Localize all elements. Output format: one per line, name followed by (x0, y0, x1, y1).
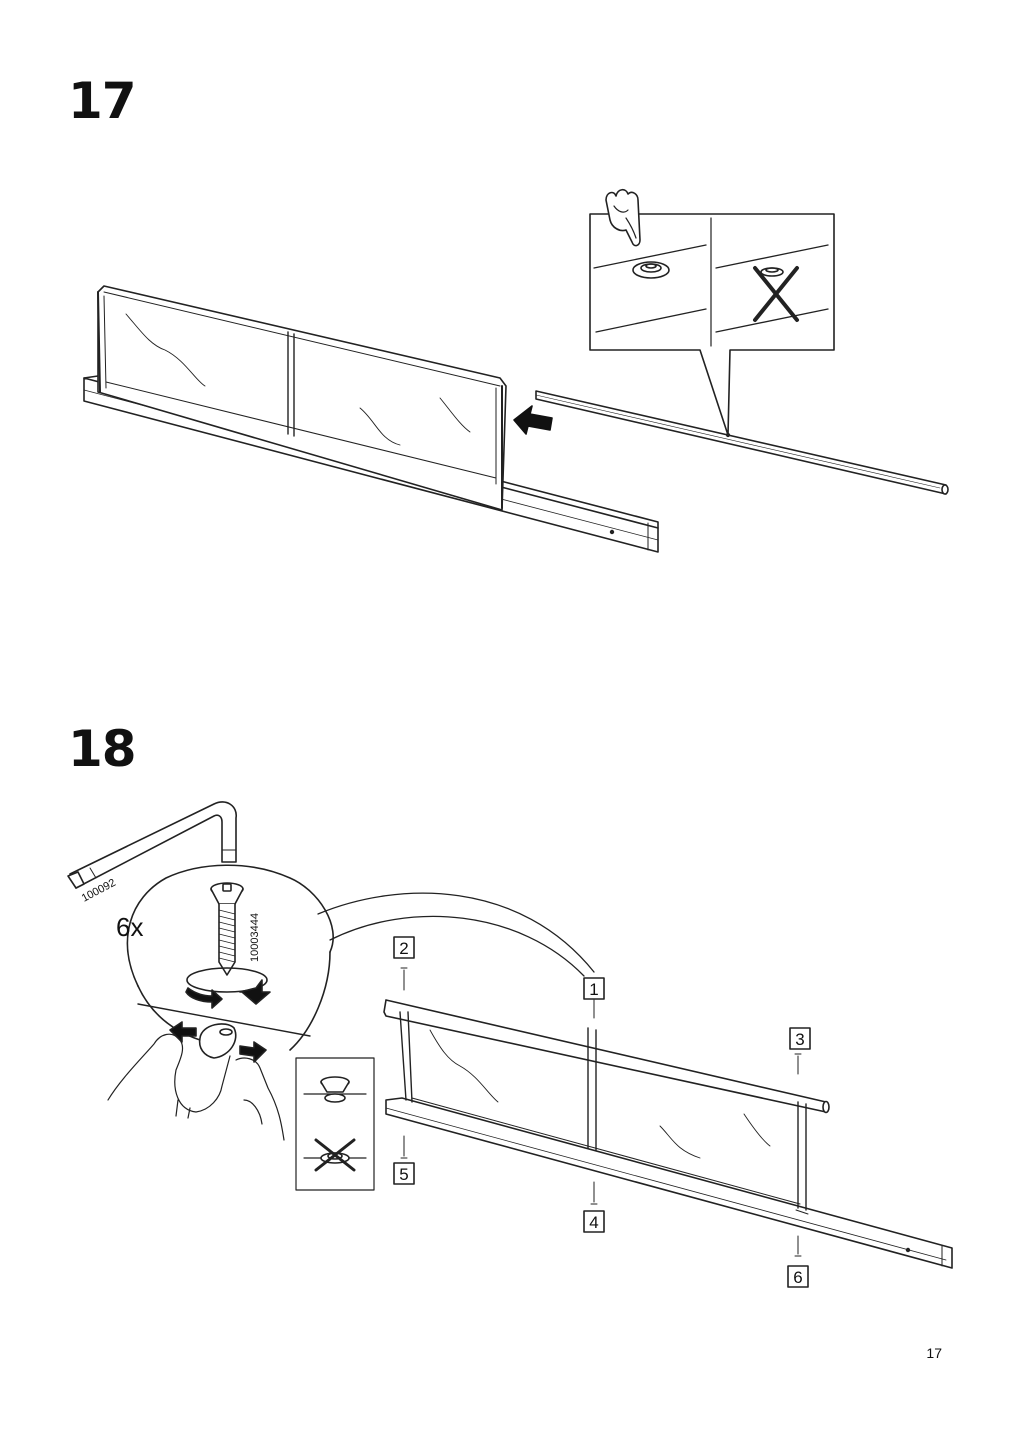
page-number: 17 (926, 1345, 942, 1361)
step-18-number: 18 (68, 720, 137, 778)
position-label-1: 1 (583, 977, 605, 1000)
position-label-6: 6 (787, 1265, 809, 1288)
step-17-illustration (83, 188, 949, 553)
quantity-label: 6x (116, 912, 143, 942)
rotate-arrow-icon (185, 967, 271, 1009)
do-dont-box (295, 1057, 375, 1191)
detail-circle (126, 864, 595, 1051)
cross-mark-icon (753, 266, 799, 322)
allen-key-icon (67, 801, 237, 889)
arrow-left-icon (513, 405, 553, 435)
rod (535, 390, 949, 495)
position-label-5: 5 (393, 1162, 415, 1185)
cross-mark-icon (314, 1138, 356, 1172)
svg-text:2: 2 (399, 939, 408, 958)
step-17-number: 17 (68, 72, 137, 130)
callout-box (589, 188, 835, 436)
svg-text:5: 5 (399, 1165, 408, 1184)
svg-text:1: 1 (589, 980, 598, 999)
hand-pointing-icon (605, 188, 641, 247)
position-label-3: 3 (789, 1027, 811, 1050)
svg-text:3: 3 (795, 1030, 804, 1049)
position-label-2: 2 (393, 936, 415, 959)
panel-frame (97, 285, 507, 511)
hands-illustration (107, 1033, 285, 1141)
svg-text:4: 4 (589, 1213, 598, 1232)
screw-icon (210, 882, 244, 976)
position-label-4: 4 (583, 1210, 605, 1233)
arrow-left-icon (169, 1021, 197, 1043)
headboard-frame (383, 999, 953, 1269)
svg-text:6: 6 (793, 1268, 802, 1287)
arrow-right-icon (239, 1041, 267, 1063)
screw-markers (400, 967, 802, 1257)
step-18-illustration: 100092 10003444 6x (67, 801, 953, 1288)
screw-code: 10003444 (249, 913, 261, 962)
